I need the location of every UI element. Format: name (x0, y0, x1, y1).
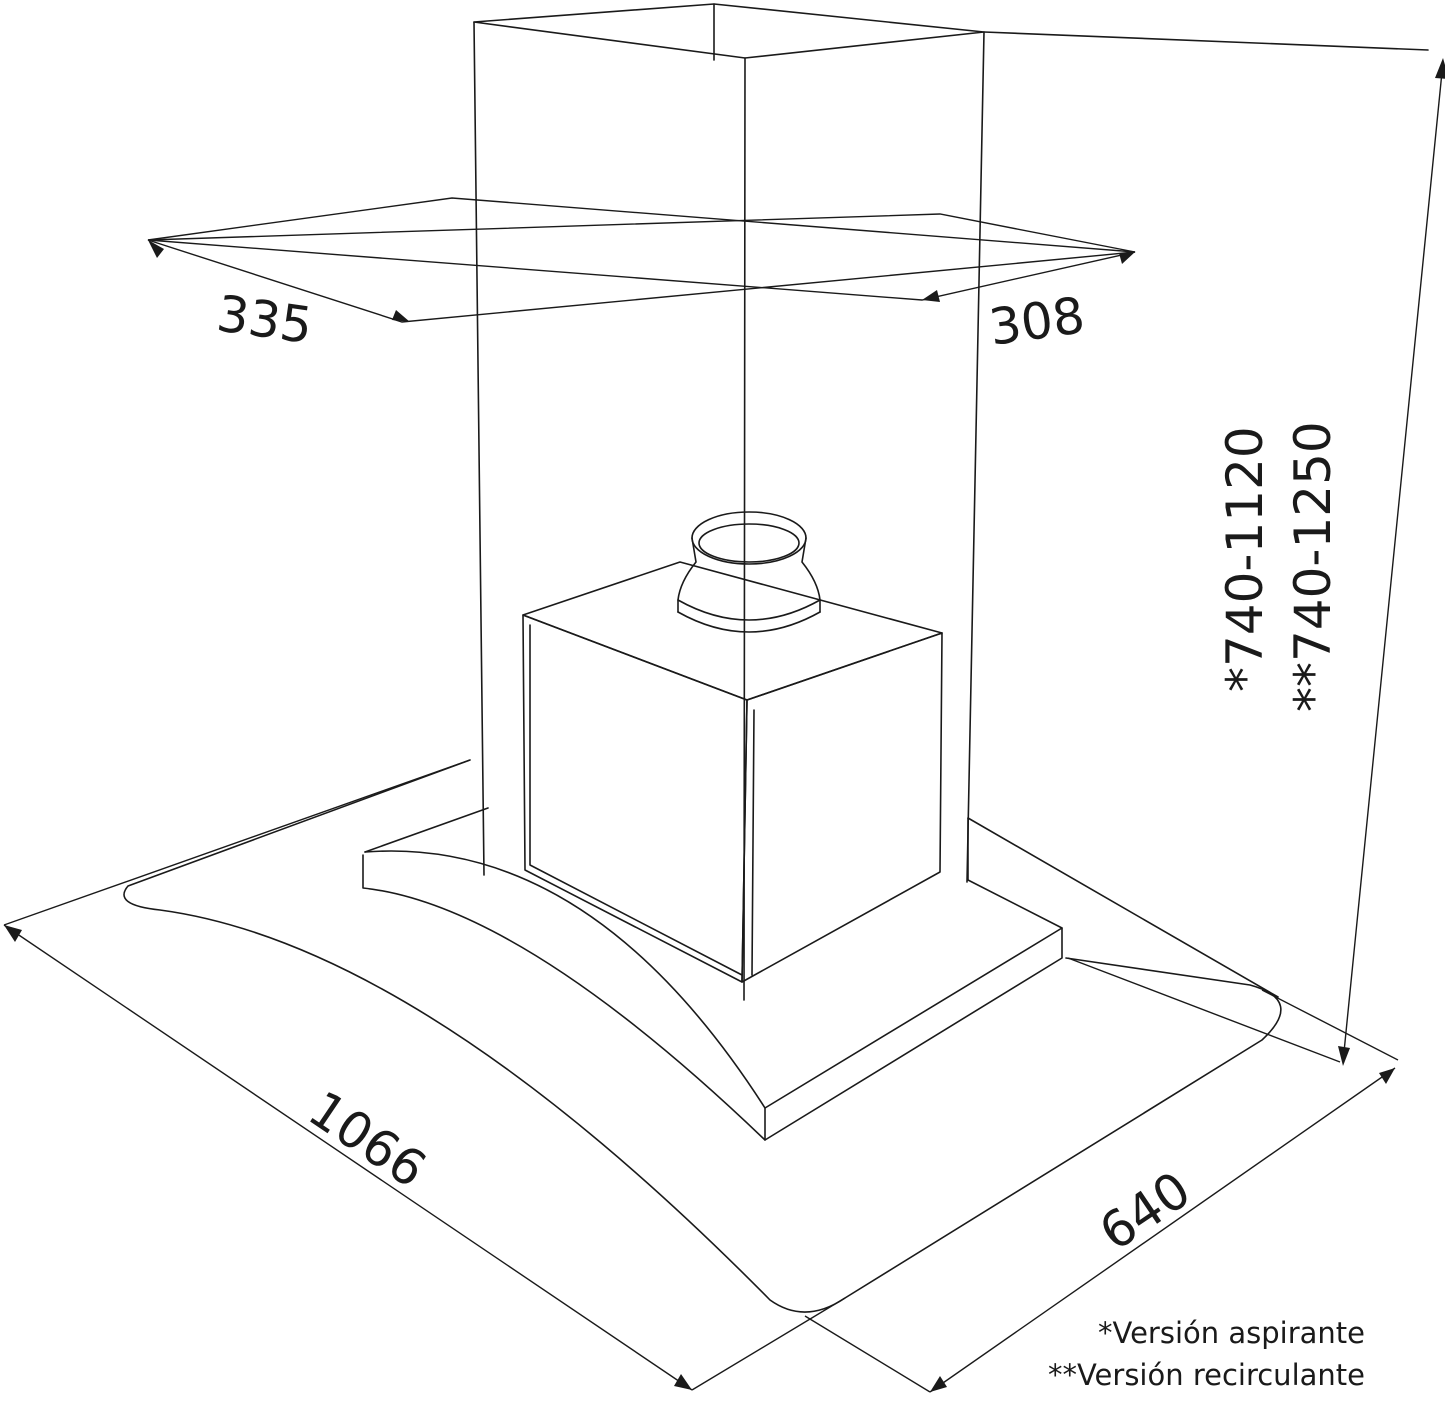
note-recirculation: **Versión recirculante (1047, 1358, 1365, 1392)
hood-width-label: 1066 (298, 1080, 436, 1199)
height-recirculation-label: **740-1250 (1284, 421, 1342, 712)
width-dimension (3, 759, 846, 1391)
height-dimension (1067, 58, 1445, 1066)
chimney-width-label: 335 (213, 284, 316, 355)
depth-dimension (804, 989, 1399, 1393)
duct-collar (677, 511, 821, 633)
motor-box (522, 561, 943, 983)
note-extraction: *Versión aspirante (1098, 1316, 1365, 1350)
chimney-depth-label: 308 (986, 286, 1089, 357)
plan-arrows (148, 240, 1135, 322)
canopy (362, 807, 1063, 1141)
hood-depth-label: 640 (1089, 1160, 1201, 1261)
chimney (473, 3, 1429, 1001)
height-extraction-label: *740-1120 (1216, 426, 1274, 692)
glass-panel (123, 759, 1282, 1313)
